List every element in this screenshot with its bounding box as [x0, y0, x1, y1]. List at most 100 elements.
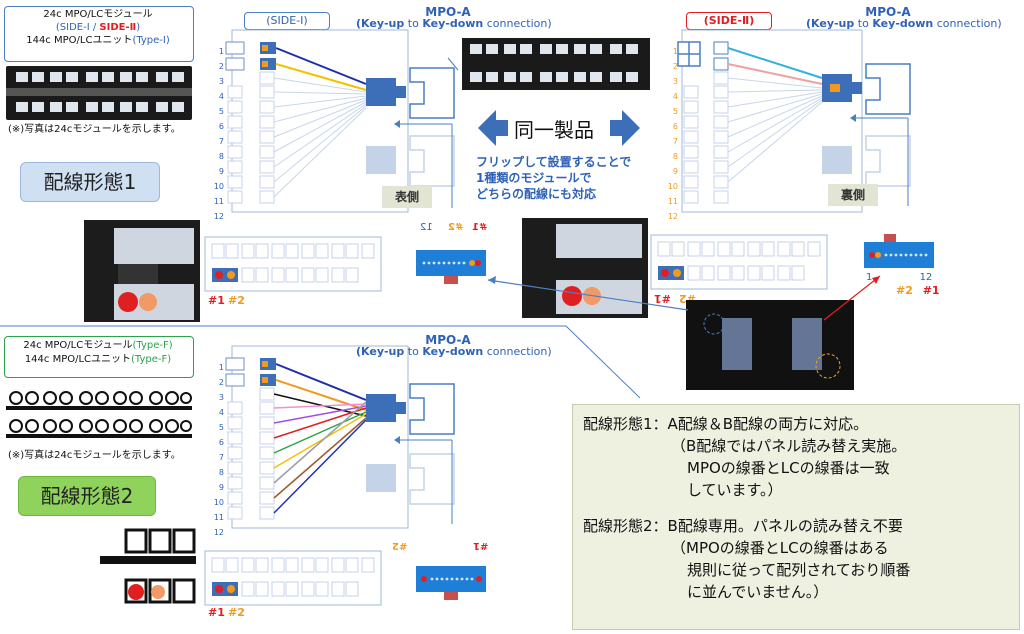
port-num: 7	[218, 137, 224, 146]
mpo-end-1-num12: 12	[420, 222, 433, 233]
mpo-title-1: MPO-A	[425, 5, 471, 19]
mpo-sub-c: connection)	[483, 17, 552, 30]
mpo-sub-c3: connection)	[483, 345, 552, 358]
module-photo-ports	[6, 72, 192, 112]
port-num: 7	[672, 137, 678, 146]
port-num: 4	[218, 408, 224, 417]
mpo-sub-to: to	[404, 17, 423, 30]
config2-unit-name: 144c MPO/LCユニット	[24, 354, 132, 365]
flip-line3: どちらの配線にも対応	[476, 187, 597, 201]
config2-diagram	[225, 345, 455, 529]
port-num: 1	[672, 47, 678, 56]
note-line4: しています。）	[687, 481, 783, 499]
port-num: 8	[218, 468, 224, 477]
notes-box: 配線形態1：A配線＆B配線の両方に対応。 （B配線ではパネル読み替え実施。 MP…	[572, 404, 1020, 630]
lc-3-2-label: #2	[228, 606, 245, 619]
port-num: 2	[218, 378, 224, 387]
port-num: 2	[218, 62, 224, 71]
front-label: 表側	[382, 186, 432, 208]
note-line5: 配線形態2：B配線専用。パネルの読み替え不要	[583, 517, 903, 535]
mpo-end-1-n2: #2	[447, 222, 464, 233]
module-line2: (SIDE-Ⅰ / SIDE-Ⅱ)	[4, 22, 192, 34]
port-num: 3	[218, 77, 224, 86]
port-num: 11	[667, 197, 678, 206]
port-num: 10	[667, 182, 678, 191]
mpo-end-1-n1: #1	[472, 222, 488, 233]
config2-unit-line: 144c MPO/LCユニット(Type-F)	[4, 354, 192, 366]
mpo-sub-b3: Key-down	[422, 345, 484, 358]
module-photo-1	[6, 66, 192, 120]
mpo-sub-a3: (Key-up	[356, 345, 405, 358]
panel-photo-side1	[84, 220, 200, 322]
port-num: 2	[672, 62, 678, 71]
mpo-end-1-labels: 12 #2 #1	[420, 222, 490, 233]
port-num: 10	[213, 498, 224, 507]
config2-title: 配線形態2	[18, 476, 156, 516]
port-num: 8	[218, 152, 224, 161]
mpo-end-2-labels: 1 12	[866, 272, 946, 283]
same-product-label: 同一製品	[514, 118, 594, 142]
mpo-end-3-n1: #1	[472, 540, 488, 551]
port-num: 4	[672, 92, 678, 101]
same-product-arrows	[478, 110, 640, 146]
note-line3: MPOの線番とLCの線番は一致	[687, 459, 890, 477]
side2-port-numbers: 1 2 3 4 5 6 7 8 9 10 11 12	[664, 44, 678, 224]
port-num: 6	[218, 438, 224, 447]
mpo-sub-b2: Key-down	[872, 17, 934, 30]
flip-line1: フリップして設置することで	[476, 155, 632, 169]
unit-type: (Type-Ⅰ)	[132, 35, 170, 46]
side2-diagram	[677, 29, 911, 213]
module-side-close: )	[136, 22, 141, 33]
flip-line2: 1種類のモジュールで	[476, 171, 592, 185]
mpo-sub-2: (Key-up to Key-down connection)	[806, 17, 1002, 30]
lc-3-1-label: #1	[208, 606, 225, 619]
note-line7: 規則に従って配列されており順番	[687, 561, 911, 579]
side1-port-numbers: 1 2 3 4 5 6 7 8 9 10 11 12	[210, 44, 224, 224]
lc-2-label: #2	[228, 294, 245, 307]
port-num: 6	[672, 122, 678, 131]
mpo-end-2-n1: #1	[922, 284, 940, 297]
port-num: 9	[218, 483, 224, 492]
port-num: 9	[672, 167, 678, 176]
section-divider	[0, 325, 641, 399]
module-info-box-2	[4, 336, 194, 378]
mpo-sub-b: Key-down	[422, 17, 484, 30]
module-side1: (SIDE-Ⅰ /	[55, 22, 100, 33]
mpo-end-2-lc: #2 #1	[896, 284, 940, 297]
mpo-end-2-num1: 1	[866, 272, 873, 283]
unit-name: 144c MPO/LCユニット	[26, 35, 133, 46]
module-photo-mid	[462, 38, 650, 90]
config2-module-line1: 24c MPO/LCモジュール(Type-F)	[4, 340, 192, 352]
config1-title: 配線形態1	[20, 162, 160, 202]
port-num: 1	[218, 363, 224, 372]
port-num: 3	[672, 77, 678, 86]
note-line8: に並んでいません。）	[687, 583, 829, 601]
port-num: 5	[672, 107, 678, 116]
mpo-sub-to2: to	[854, 17, 873, 30]
mpo-end-1	[416, 250, 486, 284]
mpo-sub-a2: (Key-up	[806, 17, 855, 30]
mpo-title-2: MPO-A	[865, 5, 911, 19]
mid-photo-ports	[470, 44, 638, 82]
config2-module-type: (Type-F)	[132, 340, 173, 351]
mpo-sub-c2: connection)	[933, 17, 1002, 30]
port-num: 4	[218, 92, 224, 101]
config2-port-numbers: 1 2 3 4 5 6 7 8 9 10 11 12	[210, 360, 224, 540]
mpo-end-2-n2: #2	[896, 284, 913, 297]
back-label: 裏側	[828, 184, 878, 206]
port-num: 12	[213, 528, 224, 537]
config2-module-name: 24c MPO/LCモジュール	[23, 340, 133, 351]
mpo-sub-to3: to	[404, 345, 423, 358]
lc-1-label: #1	[208, 294, 225, 307]
port-num: 9	[218, 167, 224, 176]
module-line1: 24c MPO/LCモジュール	[43, 9, 153, 20]
port-num: 5	[218, 107, 224, 116]
adapter-photo	[686, 300, 854, 390]
note-line6: （MPOの線番とLCの線番はある	[671, 539, 889, 557]
mpo-sub-3: (Key-up to Key-down connection)	[356, 345, 552, 358]
mpo-sub-a: (Key-up	[356, 17, 405, 30]
port-num: 3	[218, 393, 224, 402]
module-photo-2	[6, 391, 192, 438]
config2-unit-type: (Type-F)	[131, 354, 172, 365]
connection-arrows	[487, 275, 881, 321]
